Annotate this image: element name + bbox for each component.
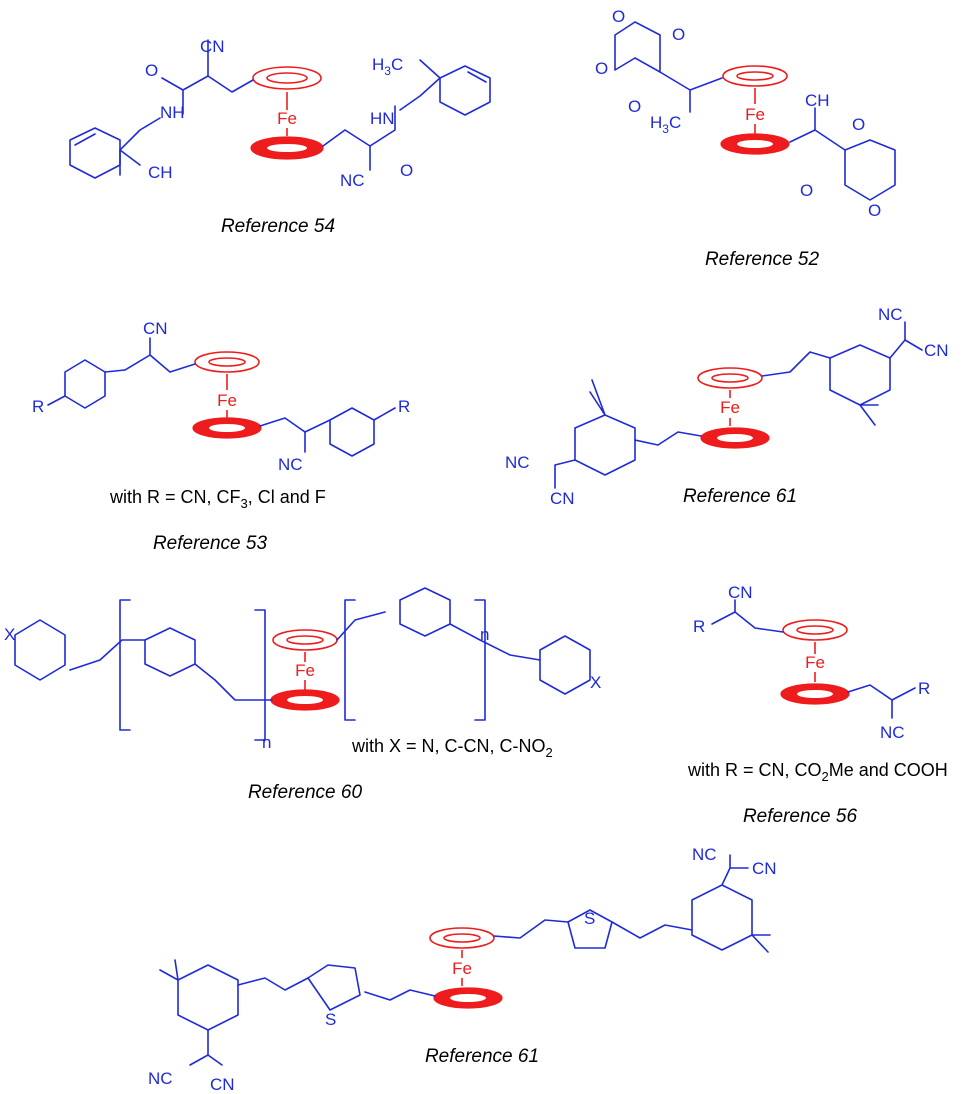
- svg-text:X: X: [4, 625, 15, 644]
- svg-text:R: R: [918, 679, 930, 698]
- right-aryl-substituent: NC R: [259, 397, 410, 474]
- caption: Reference 56: [743, 806, 858, 827]
- right-oligomer-arm: n X: [336, 587, 601, 721]
- ferrocene-core: Fe: [720, 65, 790, 155]
- svg-text:n: n: [480, 625, 489, 644]
- svg-text:O: O: [672, 25, 685, 44]
- svg-text:Fe: Fe: [277, 109, 297, 128]
- svg-text:O: O: [400, 161, 413, 180]
- svg-text:CN: CN: [550, 489, 575, 508]
- svg-text:NC: NC: [278, 455, 303, 474]
- svg-text:Fe: Fe: [452, 959, 472, 978]
- svg-text:X: X: [590, 673, 601, 692]
- caption: Reference 60: [248, 782, 363, 803]
- structure-reference-54: Fe CN O NH CH NC O HN H3C: [69, 37, 491, 237]
- structure-reference-61-upper: Fe NC CN NC CN Reference 61: [505, 305, 949, 508]
- ferrocene-core: Fe: [780, 619, 850, 705]
- svg-text:CH: CH: [805, 91, 830, 110]
- meldrum-substituent-top: H3C O O O O: [595, 7, 723, 136]
- left-substituent: CN O NH CH: [69, 37, 254, 182]
- svg-text:R: R: [398, 397, 410, 416]
- svg-text:NC: NC: [148, 1069, 173, 1088]
- svg-text:Fe: Fe: [295, 661, 315, 680]
- svg-text:CN: CN: [728, 583, 753, 602]
- svg-text:O: O: [612, 7, 625, 26]
- caption: Reference 53: [153, 533, 268, 554]
- right-dicyanomethylene-arm: NC CN: [761, 305, 949, 426]
- svg-text:O: O: [868, 201, 881, 220]
- top-substituent: CN R: [693, 583, 784, 636]
- svg-text:H3C: H3C: [372, 55, 403, 78]
- svg-text:H3C: H3C: [650, 113, 681, 136]
- left-oligomer-arm: n X: [4, 599, 273, 752]
- svg-text:CH: CH: [148, 163, 173, 182]
- right-substituent: NC O HN H3C: [322, 55, 491, 190]
- svg-text:NC: NC: [692, 845, 717, 864]
- ferrocene-core: Fe: [192, 351, 262, 439]
- substituent-note: with R = CN, CO2Me and COOH: [687, 760, 948, 784]
- svg-text:CN: CN: [924, 341, 949, 360]
- structure-reference-53: Fe CN R NC R with R = CN, CF3, Cl and F …: [32, 319, 410, 554]
- svg-text:O: O: [800, 181, 813, 200]
- svg-text:HN: HN: [370, 109, 395, 128]
- caption: Reference 52: [705, 249, 820, 270]
- svg-text:NC: NC: [878, 305, 903, 324]
- svg-text:NC: NC: [340, 171, 365, 190]
- svg-text:NH: NH: [160, 103, 185, 122]
- svg-text:n: n: [262, 733, 271, 752]
- svg-text:O: O: [145, 61, 158, 80]
- caption: Reference 61: [425, 1046, 539, 1067]
- svg-text:CN: CN: [200, 37, 225, 56]
- ferrocene-core: Fe: [250, 66, 324, 160]
- svg-text:R: R: [693, 617, 705, 636]
- left-thiophene-arm: S NC CN: [148, 959, 436, 1094]
- svg-text:Fe: Fe: [720, 398, 740, 417]
- substituent-note: with X = N, C-CN, C-NO2: [351, 736, 553, 760]
- left-dicyanomethylene-arm: NC CN: [505, 379, 702, 508]
- meldrum-substituent-bottom: CH O O O: [789, 91, 896, 220]
- ferrocene-core: Fe: [429, 927, 503, 1009]
- structure-reference-52: Fe H3C O O O O CH O O O Reference 52: [595, 7, 896, 270]
- svg-text:NC: NC: [505, 453, 530, 472]
- svg-text:O: O: [852, 115, 865, 134]
- svg-text:Fe: Fe: [745, 105, 765, 124]
- caption: Reference 54: [221, 216, 335, 237]
- svg-text:CN: CN: [210, 1075, 235, 1094]
- substituent-note: with R = CN, CF3, Cl and F: [109, 487, 326, 511]
- svg-text:NC: NC: [880, 723, 905, 742]
- svg-text:S: S: [584, 909, 595, 928]
- structure-reference-61-lower: Fe S NC CN S NC CN: [148, 845, 777, 1094]
- caption: Reference 61: [683, 486, 797, 507]
- right-thiophene-arm: S NC CN: [493, 845, 777, 953]
- svg-text:Fe: Fe: [805, 653, 825, 672]
- ferrocene-core: Fe: [697, 367, 770, 449]
- svg-text:R: R: [32, 397, 44, 416]
- svg-text:O: O: [595, 59, 608, 78]
- svg-text:CN: CN: [143, 319, 168, 338]
- structure-reference-60: Fe n X n X with X = N, C-CN, C-NO2 Ref: [4, 587, 601, 803]
- ferrocene-core: Fe: [270, 629, 340, 711]
- svg-text:S: S: [325, 1010, 336, 1029]
- svg-text:Fe: Fe: [217, 391, 237, 410]
- left-aryl-substituent: CN R: [32, 319, 196, 416]
- svg-text:CN: CN: [752, 859, 777, 878]
- structure-reference-56: Fe CN R NC R with R = CN, CO2Me and COOH…: [687, 583, 948, 827]
- bottom-substituent: NC R: [847, 679, 930, 742]
- svg-text:O: O: [628, 97, 641, 116]
